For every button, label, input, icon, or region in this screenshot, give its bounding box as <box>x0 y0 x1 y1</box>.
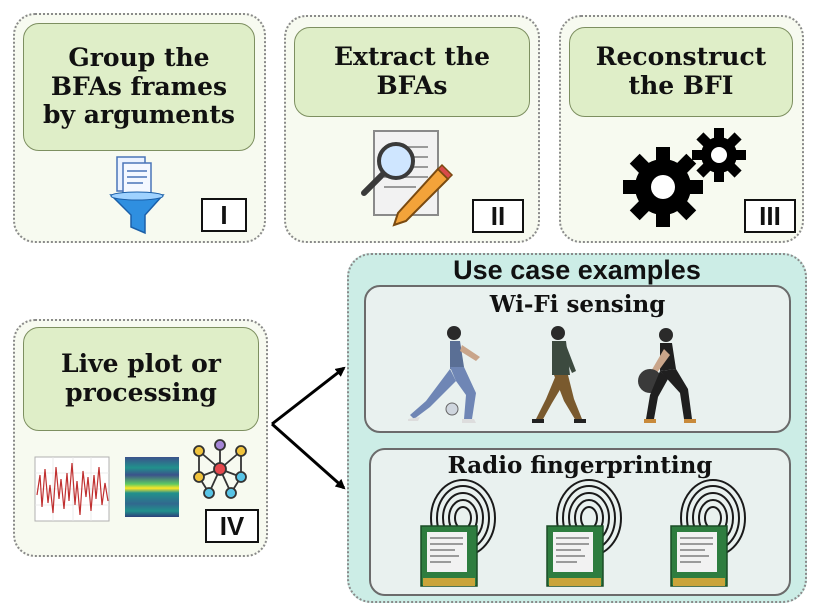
step-panel-2: Extract the BFAs II <box>284 15 540 243</box>
wifi-sensing-panel: Wi-Fi sensing <box>364 285 791 433</box>
use-case-title: Use case examples <box>453 255 701 285</box>
neural-network-icon <box>193 439 247 499</box>
step-panel-3: Reconstruct the BFI <box>559 15 804 243</box>
fingerprint-card-icon <box>546 479 622 587</box>
step-title-line: by arguments <box>43 100 235 130</box>
step-title-line: BFAs frames <box>50 71 228 101</box>
step-numeral: I <box>201 198 247 232</box>
step-title-box: Extract the BFAs <box>294 27 530 117</box>
use-case-panel: Use case examples Wi-Fi sensing <box>347 253 807 603</box>
document-search-icon <box>361 130 454 227</box>
branch-arrows <box>271 366 346 490</box>
step-title-box: Live plot or processing <box>23 327 259 431</box>
wifi-sensing-title: Wi-Fi sensing <box>489 291 666 318</box>
radio-fingerprinting-title: Radio fingerprinting <box>447 452 713 479</box>
step-title-box: Reconstruct the BFI <box>569 27 793 117</box>
radio-fingerprinting-panel: Radio fingerprinting <box>369 448 791 596</box>
step-title-line: Extract the <box>334 42 490 72</box>
step-title-line: processing <box>65 378 217 407</box>
step-title-line: Reconstruct <box>595 42 767 72</box>
step-numeral: II <box>472 199 524 233</box>
gears-icon <box>623 128 746 227</box>
step-numeral: IV <box>205 509 259 543</box>
line-plot-icon <box>34 456 110 522</box>
step-title-line: Live plot or <box>61 349 221 379</box>
step-title-box: Group the BFAs frames by arguments <box>23 23 255 151</box>
fingerprint-card-icon <box>670 479 746 587</box>
funnel-icon <box>109 156 165 235</box>
step-title-line: BFAs <box>376 71 448 100</box>
step-title-line: Group the <box>68 42 210 72</box>
fingerprint-card-icon <box>420 479 496 587</box>
step-panel-1: Group the BFAs frames by arguments I <box>13 13 266 243</box>
arrow-to-radio-fingerprinting <box>271 422 346 490</box>
arrow-to-wifi-sensing <box>271 366 346 426</box>
step-title-line: the BFI <box>628 71 734 100</box>
step-panel-4: Live plot or processing <box>13 319 268 557</box>
spectrogram-icon <box>125 457 179 517</box>
people-exercising-icon <box>408 326 696 423</box>
step-numeral: III <box>744 199 796 233</box>
